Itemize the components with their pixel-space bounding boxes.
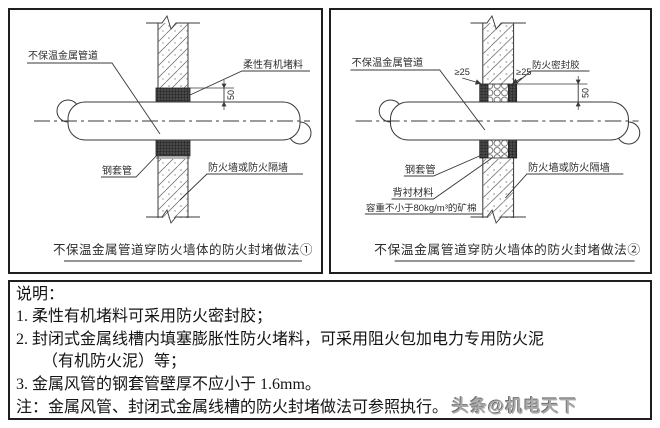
leader-pipe xyxy=(350,69,486,131)
label-sleeve: 钢套管 xyxy=(405,163,436,176)
dim-left-text: ≥25 xyxy=(455,67,470,77)
fire-wall xyxy=(470,14,526,224)
diagram-1-svg: 50 不保温金属管道 柔性有机堵料 钢套管 防火墙或防火隔墙 不保温金属管道穿防… xyxy=(27,14,313,262)
firestop-fill-top xyxy=(155,87,191,103)
label-seal: 柔性有机堵料 xyxy=(243,58,303,71)
dim-depth-text: 50 xyxy=(580,88,590,98)
dimension-depth xyxy=(188,80,234,110)
note-footnote: 注：金属风管、封闭式金属线槽的防火封堵做法可参照执行。 xyxy=(16,399,449,417)
leader-backing xyxy=(391,157,493,200)
leader-wall xyxy=(505,173,624,199)
dimension-depth xyxy=(513,76,588,110)
dim-right-text: ≥25 xyxy=(516,67,531,77)
diagram-2-svg: ≥25 ≥25 50 不保温金属管道 防火密封胶 钢套管 背衬材料 容重不小于8… xyxy=(350,14,641,262)
diagram-panel-2: ≥25 ≥25 50 不保温金属管道 防火密封胶 钢套管 背衬材料 容重不小于8… xyxy=(329,8,652,274)
leader-seal xyxy=(189,70,310,96)
wall-break-top xyxy=(146,14,200,30)
leader-wall xyxy=(179,173,303,201)
label-pipe: 不保温金属管道 xyxy=(352,56,424,69)
notes-heading: 说明： xyxy=(16,286,65,303)
metal-pipe xyxy=(355,99,641,145)
watermark: 头条@机电天下 xyxy=(452,397,578,417)
leader-seal xyxy=(516,70,590,84)
note-item-1: 1. 柔性有机堵料可采用防火密封胶； xyxy=(16,308,273,326)
note-item-2-continued: （有机防火泥）等； xyxy=(42,353,187,371)
notes-panel: 说明： 1. 柔性有机堵料可采用防火密封胶； 2. 封闭式金属线槽内填塞膨胀性防… xyxy=(8,280,652,420)
label-sleeve: 钢套管 xyxy=(102,164,132,177)
note-item-3: 3. 金属风管的钢套管壁厚不应小于 1.6mm。 xyxy=(16,375,321,393)
diagram-panel-1: 50 不保温金属管道 柔性有机堵料 钢套管 防火墙或防火隔墙 不保温金属管道穿防… xyxy=(8,8,323,274)
diagram-1-caption: 不保温金属管道穿防火墙体的防火封堵做法① xyxy=(53,242,313,257)
diagram-2-caption: 不保温金属管道穿防火墙体的防火封堵做法② xyxy=(374,242,641,257)
fire-wall xyxy=(146,14,200,224)
label-pipe: 不保温金属管道 xyxy=(28,49,98,62)
label-wall: 防火墙或防火隔墙 xyxy=(528,161,610,174)
firestop-fill-bottom xyxy=(155,139,191,157)
label-backing-spec: 容重不小于80kg/m³的矿棉 xyxy=(366,202,477,213)
wall-break-top xyxy=(470,14,526,30)
dimension-25 xyxy=(462,77,522,85)
label-seal: 防火密封胶 xyxy=(532,59,580,70)
note-item-2: 2. 封闭式金属线槽内填塞膨胀性防火堵料，可采用阻火包加电力专用防火泥 xyxy=(16,330,545,348)
label-wall: 防火墙或防火隔墙 xyxy=(208,161,288,174)
note-footnote-line: 注：金属风管、封闭式金属线槽的防火封堵做法可参照执行。头条@机电天下 xyxy=(16,396,642,419)
metal-pipe xyxy=(34,99,312,145)
wall-break-bottom xyxy=(470,208,526,224)
label-backing: 背衬材料 xyxy=(393,186,434,199)
wall-break-bottom xyxy=(146,208,200,224)
firestop-block-bottom xyxy=(479,139,518,159)
leader-pipe xyxy=(27,62,161,135)
leader-sleeve xyxy=(101,151,161,178)
dim-depth-text: 50 xyxy=(226,90,236,100)
leader-sleeve xyxy=(403,154,482,177)
firestop-block-top xyxy=(479,83,518,103)
